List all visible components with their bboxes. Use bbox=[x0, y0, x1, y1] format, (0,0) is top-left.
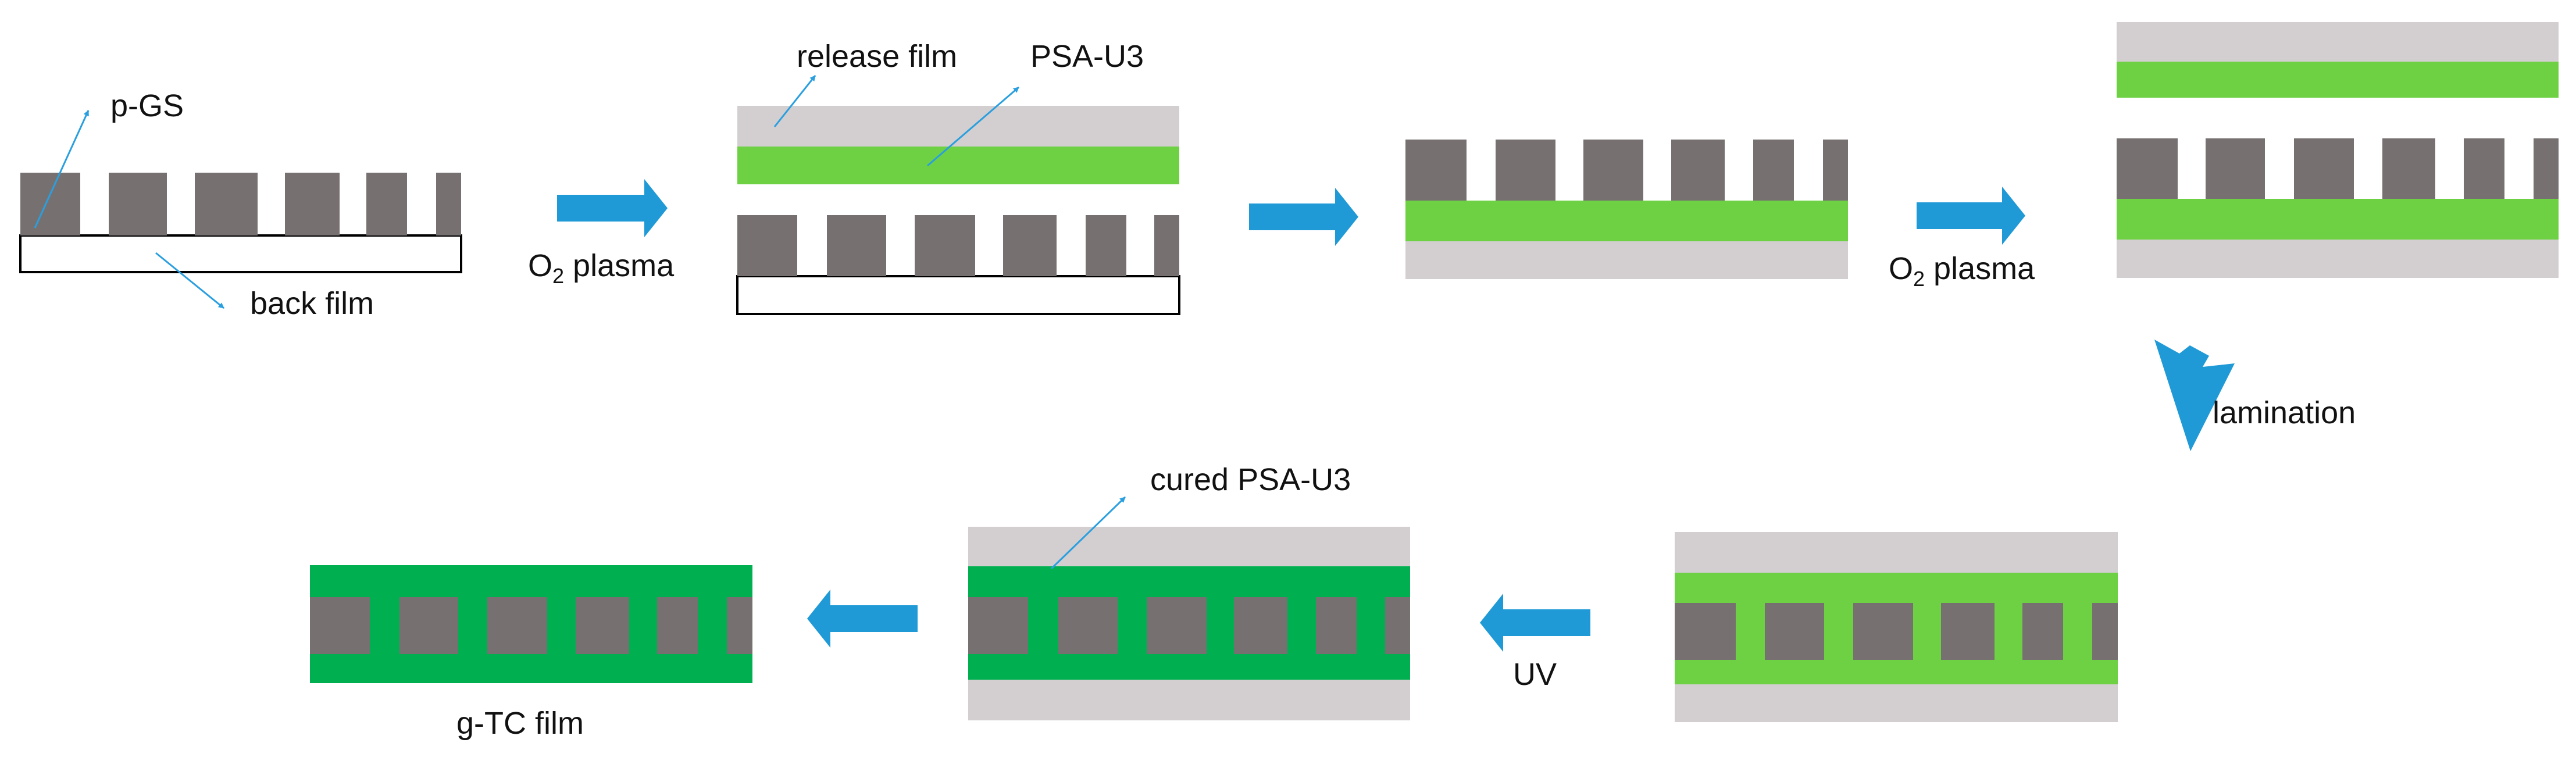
pgs-block bbox=[1853, 603, 1913, 660]
o2-plasma-label-2: O2 plasma bbox=[1889, 251, 2035, 291]
o2-plasma-label-1: O2 plasma bbox=[528, 248, 675, 288]
pgs-block bbox=[1753, 140, 1794, 201]
pgs-block bbox=[576, 597, 629, 654]
psa-u3-layer bbox=[2117, 62, 2559, 98]
pgs-block bbox=[310, 597, 370, 654]
psa-u3-label: PSA-U3 bbox=[1030, 39, 1144, 74]
pgs-block bbox=[487, 597, 547, 654]
release-film-layer bbox=[2117, 240, 2559, 278]
release-film-layer bbox=[1675, 684, 2118, 722]
pgs-block bbox=[968, 597, 1028, 654]
release-film-layer bbox=[968, 527, 1410, 566]
process-arrow-right-2 bbox=[1249, 188, 1358, 246]
pgs-block bbox=[2464, 138, 2504, 199]
process-arrow-right-3 bbox=[1917, 187, 2025, 245]
pgs-block bbox=[436, 173, 461, 235]
pgs-block bbox=[2534, 138, 2559, 199]
step2-psa-over-pgs bbox=[736, 106, 1180, 315]
psa-u3-pointer-line bbox=[927, 86, 1019, 167]
release-film-layer bbox=[2117, 22, 2559, 62]
pgs-pointer-line bbox=[34, 110, 90, 228]
pgs-block bbox=[20, 173, 80, 235]
pgs-label: p-GS bbox=[110, 88, 184, 123]
release-film-layer bbox=[737, 106, 1179, 147]
psa-u3-layer bbox=[737, 147, 1179, 184]
step1-pgs-on-back-film bbox=[19, 173, 462, 273]
pgs-block bbox=[1671, 140, 1725, 201]
pgs-block bbox=[1154, 215, 1179, 276]
step5-laminated-stack bbox=[1675, 532, 2118, 722]
pgs-block bbox=[1003, 215, 1057, 276]
process-arrow-left-uv bbox=[1480, 594, 1590, 652]
pgs-block bbox=[1941, 603, 1995, 660]
release-film-layer bbox=[1405, 241, 1848, 279]
release-film-label: release film bbox=[797, 39, 957, 74]
pgs-block bbox=[2022, 603, 2063, 660]
psa-u3-layer bbox=[2117, 199, 2559, 240]
step4-before-lamination bbox=[2117, 22, 2559, 278]
pgs-block bbox=[1385, 597, 1410, 654]
cured-psa-u3-label: cured PSA-U3 bbox=[1150, 462, 1351, 497]
process-arrow-left-2 bbox=[807, 590, 918, 648]
pgs-block bbox=[366, 173, 407, 235]
pgs-block bbox=[827, 215, 886, 276]
release-film-pointer-line bbox=[773, 75, 816, 127]
release-film-layer bbox=[968, 680, 1410, 720]
pgs-block bbox=[737, 215, 797, 276]
pgs-block bbox=[2294, 138, 2354, 199]
pgs-block bbox=[109, 173, 167, 235]
back-film-label: back film bbox=[250, 286, 374, 321]
pgs-block bbox=[2382, 138, 2435, 199]
pgs-block bbox=[1058, 597, 1118, 654]
pgs-block bbox=[1583, 140, 1643, 201]
pgs-block bbox=[1086, 215, 1126, 276]
pgs-block bbox=[1316, 597, 1357, 654]
pgs-block bbox=[399, 597, 458, 654]
pgs-block bbox=[1496, 140, 1555, 201]
process-arrow-lamination bbox=[2154, 340, 2235, 451]
release-film-layer bbox=[1675, 532, 2118, 573]
pgs-block bbox=[1765, 603, 1824, 660]
pgs-block bbox=[1405, 140, 1467, 201]
pgs-block bbox=[195, 173, 258, 235]
gtc-film-label: g-TC film bbox=[456, 706, 584, 741]
back-film bbox=[19, 234, 462, 273]
step7-gtc-film bbox=[310, 565, 752, 683]
pgs-block bbox=[915, 215, 975, 276]
pgs-block bbox=[657, 597, 698, 654]
pgs-block bbox=[1823, 140, 1848, 201]
step3-pgs-embedded bbox=[1405, 140, 1848, 279]
pgs-block bbox=[2206, 138, 2265, 199]
back-film-pointer-line bbox=[155, 252, 224, 309]
cured-psa-pointer-line bbox=[1050, 496, 1126, 570]
psa-u3-layer bbox=[1405, 201, 1848, 241]
pgs-block bbox=[727, 597, 752, 654]
step6-cured-stack bbox=[968, 527, 1410, 720]
pgs-block bbox=[1147, 597, 1207, 654]
back-film bbox=[736, 275, 1180, 315]
process-arrow-right-1 bbox=[557, 179, 668, 237]
pgs-block bbox=[1234, 597, 1287, 654]
pgs-block bbox=[285, 173, 340, 235]
pgs-block bbox=[1675, 603, 1736, 660]
uv-label: UV bbox=[1513, 657, 1557, 692]
pgs-block bbox=[2117, 138, 2178, 199]
lamination-label: lamination bbox=[2213, 395, 2356, 430]
pgs-block bbox=[2092, 603, 2118, 660]
